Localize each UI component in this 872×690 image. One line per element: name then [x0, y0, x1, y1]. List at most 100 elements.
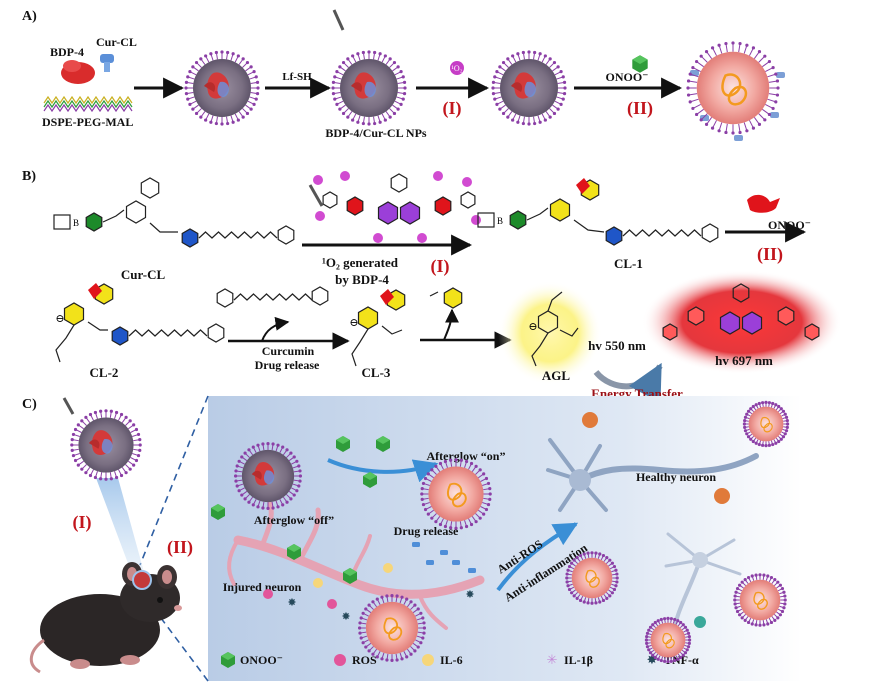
cl2-phenolate: ⊖ — [55, 313, 64, 325]
tnfa-icon: ✸ — [647, 652, 658, 667]
curcl-stem-icon — [104, 62, 110, 72]
step-c1-label: (I) — [73, 512, 92, 533]
bdp4e-core — [719, 311, 741, 335]
np-a2 — [331, 50, 407, 126]
legend-label-1: ROS — [352, 653, 377, 667]
healthy-neuron-icon — [546, 412, 759, 512]
np-c-c — [733, 573, 787, 627]
adamantanone-carbonyl — [429, 291, 439, 297]
released-cur-icon — [734, 135, 743, 141]
release-curve-arrow — [261, 316, 290, 342]
bdp4-ring-rr — [460, 191, 476, 209]
afterglow-off-label: Afterglow “off” — [254, 513, 334, 527]
healthy2-soma — [692, 552, 708, 568]
curcl-boron: B — [73, 218, 79, 228]
np-c-release — [358, 594, 426, 663]
injured-neuron-branch-0 — [233, 535, 485, 599]
lfsh-label: Lf-SH — [282, 71, 312, 83]
panel-a: A)BDP-4Cur-CLDSPE-PEG-MALLf-SHBDP-4/Cur-… — [22, 9, 785, 141]
cl2-cur-ring1 — [111, 326, 129, 346]
cl1-cur-ring2 — [701, 223, 719, 243]
molecule-bdp4-emissive — [662, 283, 820, 341]
ros-icon — [334, 654, 346, 666]
curcl-phenyl — [85, 212, 103, 232]
cl1-dioxetane — [576, 178, 590, 194]
curcl-cur-ring2 — [277, 225, 295, 245]
dspe-wave-0 — [43, 95, 133, 105]
therapy-arrow — [496, 522, 579, 592]
np-c-injected-core — [78, 417, 134, 473]
singlet-oxygen-label: ¹O₂ — [452, 64, 463, 73]
cl1-cur-chain — [622, 229, 702, 237]
afterglow-on-label: Afterglow “on” — [427, 449, 506, 463]
curcl-cur-ring1 — [181, 228, 199, 248]
agl-oh — [559, 327, 579, 337]
bdp4e-ring-r — [777, 306, 795, 326]
np-c-d-core — [747, 406, 785, 442]
step-a2-label: (II) — [627, 98, 653, 119]
np-a3-core — [500, 59, 558, 117]
bdp4e-ring-ll — [662, 323, 678, 341]
step-b2-label: (II) — [757, 244, 783, 265]
cl3-label: CL-3 — [362, 365, 391, 380]
ros-scatter-icon — [263, 589, 273, 599]
np-c-d — [742, 400, 790, 448]
adamantanone-icon — [443, 287, 463, 309]
singlet-oxygen-dot-icon — [315, 211, 325, 221]
onoo-cannon-icon — [747, 194, 780, 213]
singlet-oxygen-dot-icon — [340, 171, 350, 181]
il6-scatter-icon — [313, 578, 323, 588]
bdp4e-ring-l — [687, 306, 705, 326]
curcl-b-label: Cur-CL — [121, 267, 166, 282]
injured-neuron-branch-1 — [259, 501, 274, 549]
healthy-axon — [577, 453, 759, 483]
curcl-pinacol — [53, 214, 71, 230]
cl1-pinacol — [477, 212, 495, 228]
np-c-b-core — [649, 621, 687, 659]
released-drug-icon — [426, 560, 434, 565]
healthy-neuron-label: Healthy neuron — [636, 470, 716, 484]
released-drug-icon — [452, 560, 460, 565]
singlet-oxygen-dot-icon — [462, 177, 472, 187]
zoom-line-top — [139, 395, 209, 566]
healthy-soma — [569, 469, 591, 491]
curcumin-ring2 — [311, 286, 329, 306]
step-a1-label: (I) — [443, 98, 462, 119]
injured-neuron-branch-5 — [227, 538, 240, 586]
legend-label-3: IL-1β — [564, 653, 593, 667]
agl-glow — [498, 281, 602, 385]
np-a3 — [491, 50, 567, 126]
legend-item-3: ✳IL-1β — [547, 652, 593, 667]
o2-generated-label: ¹O₂ generated — [322, 255, 399, 270]
cl2-cur-ring2 — [207, 323, 225, 343]
np-c-c-core — [739, 579, 781, 621]
released-cur-icon — [776, 72, 785, 78]
molecule-cl1: B — [477, 178, 719, 246]
bdp4-core — [377, 201, 399, 225]
legend-item-1: ROS — [334, 653, 377, 667]
molecule-agl: ⊖ — [528, 291, 579, 367]
bdp4-label: BDP-4 — [50, 45, 84, 59]
np-c-injected — [70, 409, 142, 481]
glia-icon-2 — [714, 488, 730, 504]
molecule-cl2: ⊖ — [55, 283, 225, 363]
cl2-core — [63, 302, 85, 326]
bdp4e-ring-rr — [804, 323, 820, 341]
dspe-wave-1 — [43, 99, 133, 109]
curcumin-label: Curcumin — [262, 344, 315, 358]
step-b1-label: (I) — [431, 256, 450, 277]
bdp4-ring-r — [434, 196, 452, 216]
drug-release-c-label: Drug release — [394, 524, 459, 538]
cl1-link — [526, 207, 549, 221]
molecule-cl3: ⊖ — [349, 289, 406, 367]
curcl-adamantyl — [140, 177, 160, 199]
injection-rod-icon — [62, 397, 75, 415]
legend-label-0: ONOO⁻ — [240, 653, 283, 667]
np-c-release-core — [364, 601, 420, 655]
cl3-phenolate: ⊖ — [349, 317, 358, 329]
glia-icon-3 — [694, 616, 706, 628]
nps-label: BDP-4/Cur-CL NPs — [325, 126, 427, 140]
curcl-ester — [149, 222, 178, 233]
